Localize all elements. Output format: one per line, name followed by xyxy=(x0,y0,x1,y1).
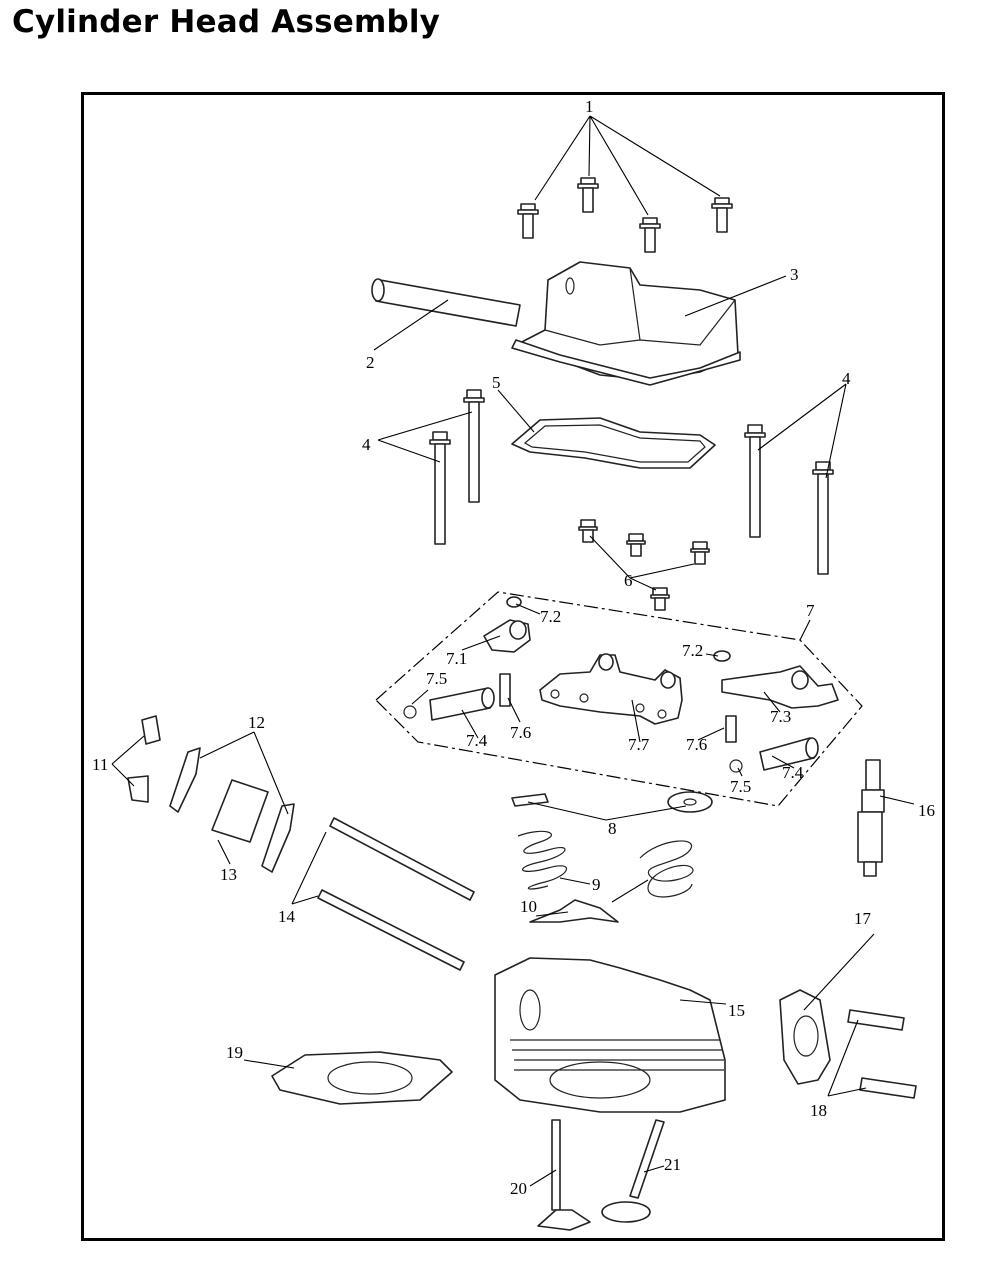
callout-18: 18 xyxy=(810,1101,827,1120)
part-2-breather-tube xyxy=(371,278,521,327)
part-16-spark-plug xyxy=(857,759,885,877)
callout-13: 13 xyxy=(220,865,237,884)
callout-7: 7 xyxy=(806,601,815,620)
callout-6: 6 xyxy=(624,571,633,590)
callout-17: 17 xyxy=(854,909,872,928)
callout-14: 14 xyxy=(278,907,296,926)
callout-labels: 1 2 3 4 4 5 6 7 7.1 7.2 7.2 7.3 7.4 7.4 … xyxy=(92,97,935,1198)
part-12-gaskets xyxy=(169,747,295,873)
callout-21: 21 xyxy=(664,1155,681,1174)
part-10-seal xyxy=(529,899,619,923)
callout-9: 9 xyxy=(592,875,601,894)
callout-7-5-left: 7.5 xyxy=(426,669,447,688)
callout-5: 5 xyxy=(492,373,501,392)
part-5-cover-gasket xyxy=(511,417,716,469)
part-1-bolts xyxy=(517,177,733,253)
callout-15: 15 xyxy=(728,1001,745,1020)
part-17-exhaust-gasket xyxy=(779,989,831,1085)
page-title: Cylinder Head Assembly xyxy=(12,4,441,40)
part-11-nuts xyxy=(127,715,161,803)
callout-3: 3 xyxy=(790,265,799,284)
callout-4-left: 4 xyxy=(362,435,371,454)
diagram-frame xyxy=(81,92,945,1241)
part-8-retainers xyxy=(511,791,713,813)
callout-7-4-right: 7.4 xyxy=(782,763,804,782)
callout-16: 16 xyxy=(918,801,935,820)
callout-2: 2 xyxy=(366,353,375,372)
callout-7-6-right: 7.6 xyxy=(686,735,707,754)
callout-7-3: 7.3 xyxy=(770,707,791,726)
callout-20: 20 xyxy=(510,1179,527,1198)
part-7-rocker-components xyxy=(403,596,839,773)
part-13-insulator xyxy=(211,779,269,843)
callout-4-right: 4 xyxy=(842,369,851,388)
part-7-rocker-group-outline xyxy=(375,591,863,807)
callout-7-1: 7.1 xyxy=(446,649,467,668)
callout-12: 12 xyxy=(248,713,265,732)
part-3-valve-cover xyxy=(511,261,741,386)
callout-7-6-left: 7.6 xyxy=(510,723,531,742)
callout-7-5-right: 7.5 xyxy=(730,777,751,796)
part-21-valve xyxy=(601,1119,665,1223)
callout-7-2-top: 7.2 xyxy=(540,607,561,626)
callout-7-4-left: 7.4 xyxy=(466,731,488,750)
leader-lines xyxy=(111,115,915,1187)
callout-10: 10 xyxy=(520,897,537,916)
callout-11: 11 xyxy=(92,755,108,774)
part-19-head-gasket xyxy=(271,1051,453,1105)
callout-1: 1 xyxy=(585,97,594,116)
callout-7-7: 7.7 xyxy=(628,735,650,754)
callout-7-2-right: 7.2 xyxy=(682,641,703,660)
part-15-cylinder-head xyxy=(494,957,726,1113)
part-14-push-rods xyxy=(317,817,475,971)
part-18-studs xyxy=(847,1009,917,1099)
callout-19: 19 xyxy=(226,1043,243,1062)
part-9-valve-springs xyxy=(517,830,694,898)
part-20-valve xyxy=(537,1119,591,1231)
callout-8: 8 xyxy=(608,819,617,838)
